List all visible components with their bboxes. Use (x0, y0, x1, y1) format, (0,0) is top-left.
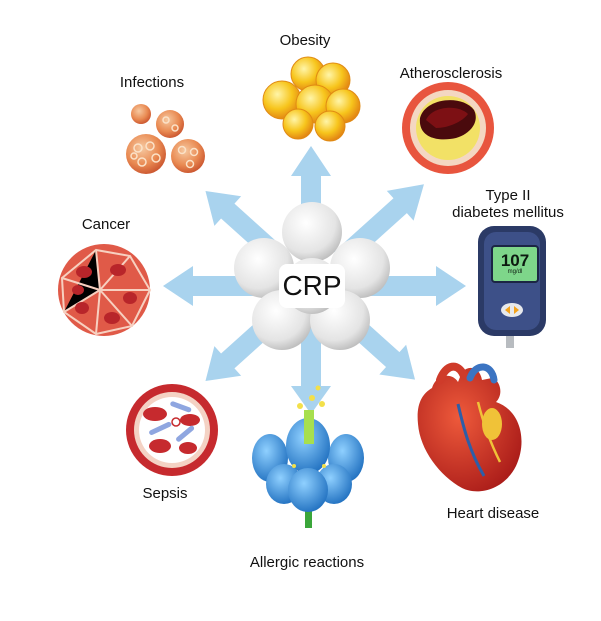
label-obesity: Obesity (279, 32, 331, 49)
label-diabetes-line2: diabetes mellitus (452, 204, 564, 221)
artery-cross-section-icon (402, 82, 494, 174)
label-heart-disease: Heart disease (446, 505, 540, 522)
label-diabetes: Type II diabetes mellitus (452, 187, 564, 221)
glucose-meter-screen: 107 mg/dl (494, 249, 536, 279)
glucose-meter-icon (478, 226, 546, 348)
label-cancer: Cancer (81, 216, 131, 233)
fat-cells-icon (262, 56, 361, 142)
label-allergic-reactions: Allergic reactions (249, 554, 365, 571)
label-sepsis: Sepsis (142, 485, 188, 502)
label-infections: Infections (119, 74, 185, 91)
blood-vessel-bacteria-icon (126, 384, 218, 476)
arrow-down (291, 326, 331, 414)
label-atherosclerosis: Atherosclerosis (399, 65, 503, 82)
label-diabetes-line1: Type II (485, 187, 531, 204)
glucose-unit: mg/dl (507, 269, 523, 275)
infection-cells-icon (126, 104, 205, 174)
cancer-cells-icon (58, 244, 152, 336)
crp-label: CRP (279, 264, 345, 308)
allergen-flower-icon (252, 385, 364, 528)
heart-icon (417, 362, 522, 492)
glucose-value: 107 (500, 251, 530, 270)
